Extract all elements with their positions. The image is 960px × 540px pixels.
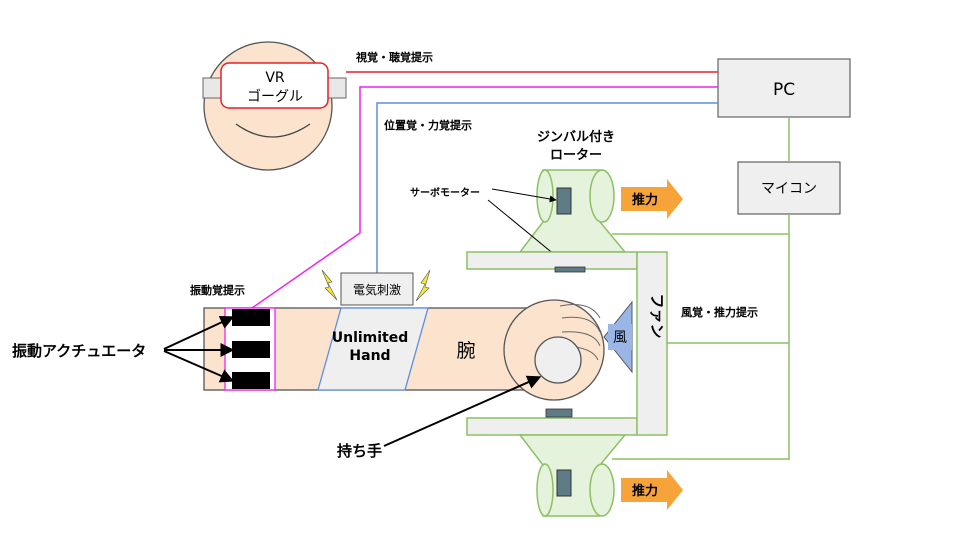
head-figure: VR ゴーグル: [202, 41, 347, 171]
bottom-servo-mount: [545, 408, 573, 418]
pc-box: [717, 58, 851, 118]
thrust-arrow-bottom: 推力: [621, 470, 683, 510]
unlimited-hand-label-1: Unlimited: [332, 330, 409, 346]
finger-lines: [559, 304, 601, 361]
grip-arrow: [383, 375, 542, 447]
top-servo-mount: [554, 266, 586, 273]
grip-label: 持ち手: [337, 442, 382, 460]
actuator-3: [232, 372, 270, 389]
signal-lines: [251, 71, 790, 460]
vr-goggle-label-1: VR: [265, 70, 285, 86]
wind-thrust-label: 風覚・推力提示: [681, 305, 758, 319]
vibration-signal-line: [251, 86, 718, 309]
actuator-1: [232, 309, 270, 326]
vibration-label: 振動覚提示: [190, 283, 245, 297]
goggle-strap-right: [325, 77, 347, 99]
actuator-arrow-3: [163, 350, 235, 383]
bottom-rotor-disc-left: [536, 463, 554, 517]
servo-arrow-top: [491, 188, 557, 203]
visual-audio-label: 視覚・聴覚提示: [355, 50, 433, 64]
microcontroller-label: マイコン: [761, 181, 817, 197]
pc-label: PC: [773, 80, 795, 100]
actuator-arrow-1: [163, 315, 235, 350]
thrust-arrow-top: 推力: [621, 179, 683, 219]
vr-goggle-box: [220, 62, 329, 109]
position-force-label: 位置覚・力覚提示: [384, 118, 472, 132]
wind-label: 風: [613, 330, 627, 346]
bottom-rotor-disc-right: [589, 463, 615, 517]
microcontroller-box: [737, 161, 841, 215]
fan-box: [636, 251, 668, 436]
lightning-right-icon: [415, 269, 431, 302]
thrust-arrow-bottom-shape: [621, 470, 683, 510]
grip-circle: [534, 336, 582, 384]
lightning-left-icon: [321, 269, 338, 301]
unlimited-hand-label-2: Hand: [349, 348, 390, 364]
thrust-top-label: 推力: [632, 192, 658, 208]
gimbal-rotor-label-1: ジンバル付き: [537, 129, 615, 145]
fan-label: ファン: [648, 293, 666, 338]
bottom-gimbal-rotor: [518, 434, 627, 517]
electric-stim-label: 電気刺激: [353, 282, 401, 297]
top-rotor-disc-left: [536, 169, 554, 223]
arm-label: 腕: [456, 340, 475, 362]
goggle-strap-left: [202, 77, 224, 99]
electric-stim-box: [340, 272, 414, 306]
top-rotor-disc-right: [589, 169, 615, 223]
thrust-bottom-label: 推力: [632, 483, 658, 499]
top-servo-motor: [556, 187, 572, 215]
servo-motor-label: サーボモーター: [410, 186, 480, 199]
frame-top-bar: [466, 251, 638, 270]
gimbal-rotor-label-2: ローター: [550, 148, 602, 163]
vr-goggle-label-2: ゴーグル: [247, 88, 303, 105]
mouth-curve: [235, 123, 311, 138]
top-gimbal-rotor: [518, 169, 627, 253]
electric-stim-line: [376, 102, 718, 273]
bottom-servo-motor: [556, 469, 572, 497]
vibration-actuator-label: 振動アクチュエータ: [12, 342, 146, 360]
thrust-arrow-top-shape: [621, 179, 683, 219]
arm-assembly: 電気刺激 Unlimited Hand 腕 風: [203, 269, 633, 401]
actuator-2: [232, 341, 270, 358]
frame-bottom-bar: [466, 417, 638, 436]
unlimited-hand-band: [317, 307, 429, 391]
wind-arrow-box: [608, 324, 632, 350]
